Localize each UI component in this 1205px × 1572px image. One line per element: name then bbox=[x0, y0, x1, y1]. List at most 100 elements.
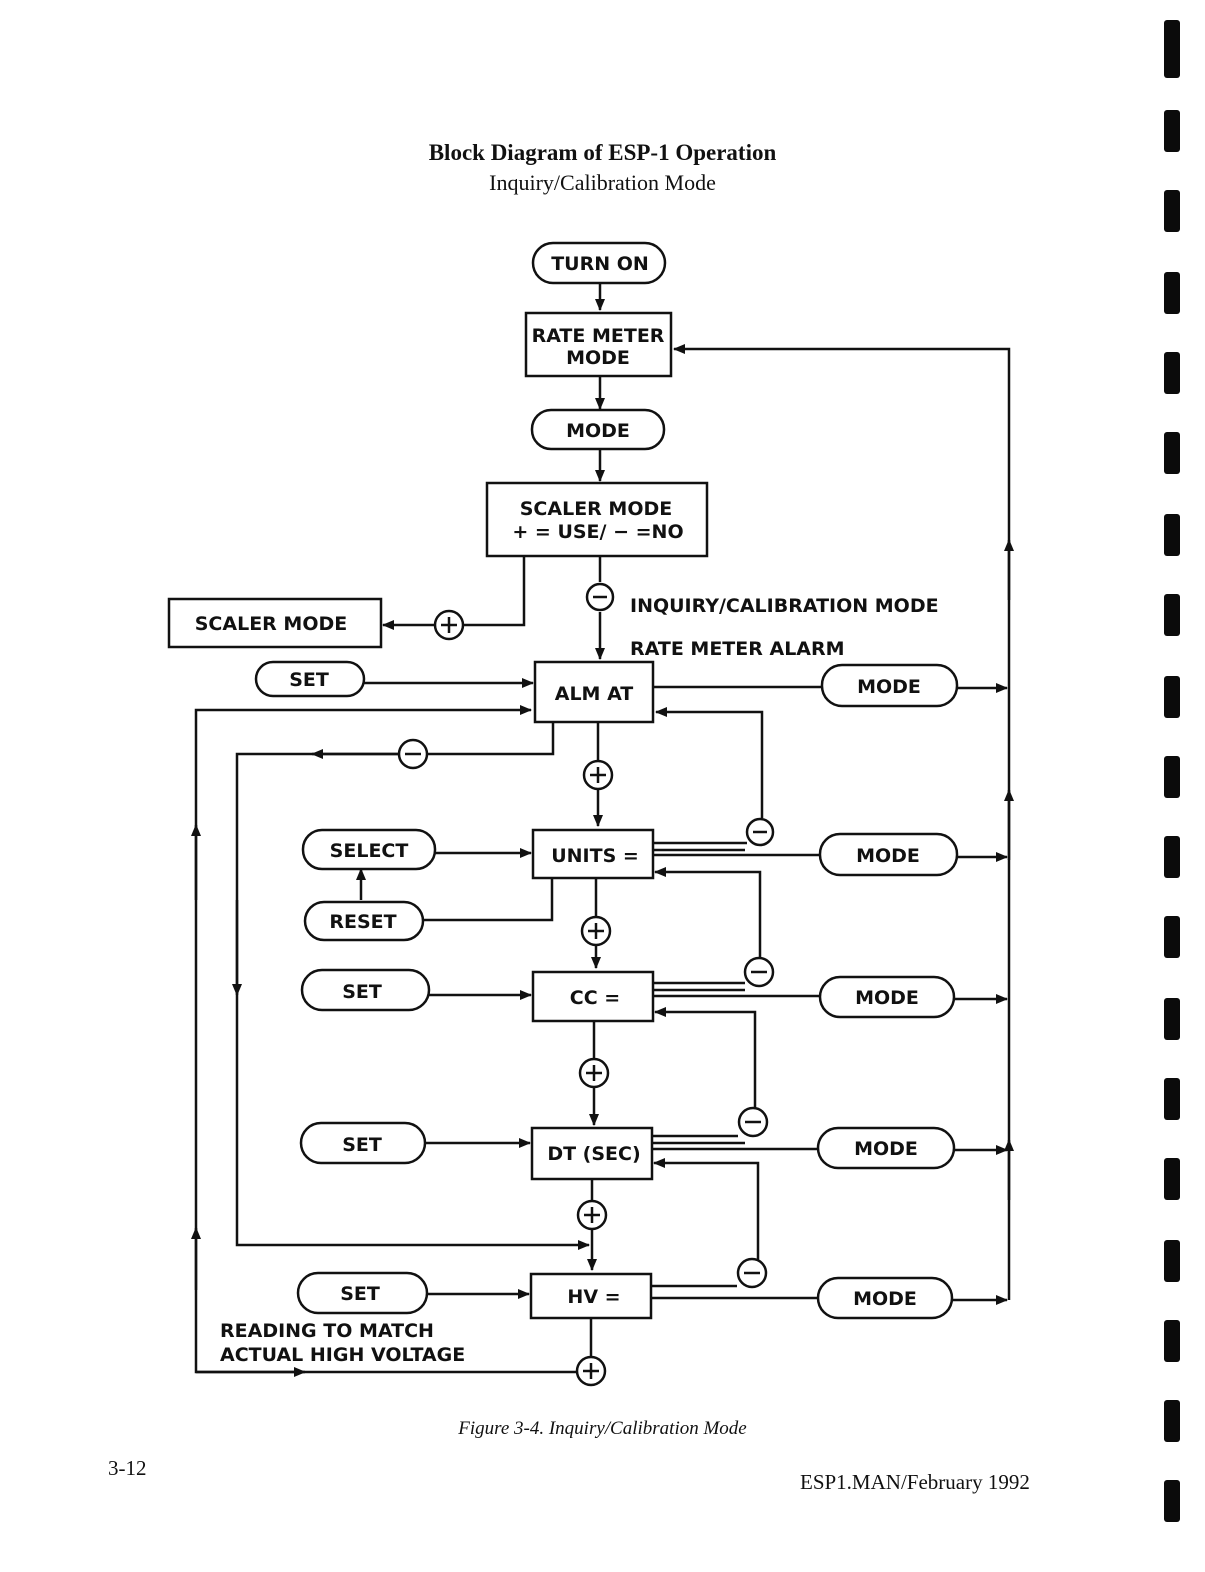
binder-mark bbox=[1164, 1480, 1180, 1522]
set-alm-label: SET bbox=[289, 669, 329, 691]
set-hv-label: SET bbox=[340, 1283, 380, 1305]
binder-mark bbox=[1164, 756, 1180, 798]
mode-hv-shape bbox=[816, 1276, 954, 1320]
almat-box bbox=[533, 660, 655, 724]
ratemeter-box bbox=[524, 311, 673, 378]
mode-hv-label: MODE bbox=[853, 1288, 917, 1310]
connector-lines bbox=[191, 283, 1014, 1377]
scaler-decision-line2: + = USE/ − =NO bbox=[512, 521, 683, 543]
binder-mark bbox=[1164, 836, 1180, 878]
select-label: SELECT bbox=[330, 840, 409, 862]
reset-shape bbox=[303, 900, 425, 942]
figure-caption: Figure 3-4. Inquiry/Calibration Mode bbox=[458, 1418, 747, 1439]
binder-mark bbox=[1164, 272, 1180, 314]
select-shape bbox=[301, 828, 437, 871]
minus-icon bbox=[397, 738, 429, 770]
minus-icon bbox=[737, 1106, 769, 1138]
set-alm-shape bbox=[254, 660, 366, 698]
reset-label: RESET bbox=[329, 911, 396, 933]
set-cc-label: SET bbox=[342, 981, 382, 1003]
arrow-minus-to-dt bbox=[653, 1158, 760, 1260]
turnon-shape bbox=[531, 241, 667, 285]
binder-mark bbox=[1164, 20, 1180, 78]
mode-alm-shape bbox=[820, 663, 959, 708]
binder-mark bbox=[1164, 1158, 1180, 1200]
rate-meter-alarm-label: RATE METER ALARM bbox=[630, 638, 845, 660]
mode-dt-shape bbox=[816, 1126, 956, 1170]
mode-units-shape bbox=[818, 832, 959, 877]
mode-dt-label: MODE bbox=[854, 1138, 918, 1160]
mode-top-label: MODE bbox=[566, 420, 630, 442]
binder-mark bbox=[1164, 1320, 1180, 1362]
cc-label: CC = bbox=[570, 987, 620, 1009]
annotation-labels: INQUIRY/CALIBRATION MODE RATE METER ALAR… bbox=[220, 595, 939, 1366]
plus-icon bbox=[580, 915, 612, 947]
binder-mark bbox=[1164, 998, 1180, 1040]
mode-cc-shape bbox=[818, 975, 956, 1019]
mode-alm-label: MODE bbox=[857, 676, 921, 698]
diagram-title: Block Diagram of ESP-1 Operation bbox=[428, 140, 777, 165]
set-cc-shape bbox=[300, 968, 431, 1012]
minus-icon bbox=[743, 956, 775, 988]
minus-icon bbox=[585, 582, 615, 612]
turnon-label: TURN ON bbox=[551, 253, 649, 275]
mode-top-shape bbox=[530, 408, 666, 451]
arrow-bus-to-ratemeter bbox=[673, 344, 1011, 1300]
units-label: UNITS = bbox=[551, 845, 639, 867]
binder-mark bbox=[1164, 514, 1180, 556]
arrow-loop-to-almat bbox=[194, 705, 578, 1374]
binder-mark bbox=[1164, 190, 1180, 232]
dt-box bbox=[530, 1126, 654, 1181]
line-almat-minus bbox=[428, 722, 555, 756]
line-reset-units bbox=[423, 878, 554, 922]
almat-label: ALM AT bbox=[555, 683, 634, 705]
plus-icon bbox=[576, 1199, 608, 1231]
arrow-minus-to-cc bbox=[654, 1007, 757, 1108]
hv-box bbox=[529, 1272, 653, 1320]
page-number: 3-12 bbox=[108, 1456, 147, 1480]
binder-mark bbox=[1164, 1078, 1180, 1120]
minus-icon bbox=[745, 817, 775, 847]
binder-mark bbox=[1164, 1240, 1180, 1282]
binder-mark bbox=[1164, 110, 1180, 152]
button-shapes bbox=[254, 241, 959, 1320]
node-labels: TURN ON RATE METER MODE MODE SCALER MODE… bbox=[195, 253, 921, 1310]
line-scaler-plus-branch bbox=[464, 556, 526, 627]
dt-label: DT (SEC) bbox=[547, 1143, 640, 1165]
binder-mark bbox=[1164, 594, 1180, 636]
mode-cc-label: MODE bbox=[855, 987, 919, 1009]
ratemeter-label-line2: MODE bbox=[566, 347, 630, 369]
binder-mark bbox=[1164, 1400, 1180, 1442]
arrow-minus-to-units bbox=[654, 867, 762, 958]
reading-match-line2: ACTUAL HIGH VOLTAGE bbox=[220, 1344, 465, 1366]
set-dt-label: SET bbox=[342, 1134, 382, 1156]
plus-icon bbox=[575, 1355, 607, 1387]
scaler-decision-box bbox=[485, 481, 709, 558]
ratemeter-label-line1: RATE METER bbox=[532, 325, 665, 347]
document-reference: ESP1.MAN/February 1992 bbox=[800, 1470, 1030, 1494]
inquiry-mode-label: INQUIRY/CALIBRATION MODE bbox=[630, 595, 939, 617]
units-box bbox=[531, 828, 655, 880]
binder-mark bbox=[1164, 432, 1180, 474]
scaler-decision-line1: SCALER MODE bbox=[520, 498, 672, 520]
binder-mark bbox=[1164, 352, 1180, 394]
minus-icon bbox=[736, 1257, 768, 1289]
binder-mark bbox=[1164, 916, 1180, 958]
scaler-mode-label: SCALER MODE bbox=[195, 613, 347, 635]
arrow-minus-to-almat bbox=[655, 707, 764, 818]
plus-icon bbox=[582, 759, 614, 791]
mode-units-label: MODE bbox=[856, 845, 920, 867]
set-dt-shape bbox=[299, 1121, 427, 1165]
decision-circles bbox=[397, 582, 775, 1387]
plus-icon bbox=[578, 1057, 610, 1089]
cc-box bbox=[531, 970, 655, 1023]
state-boxes bbox=[167, 311, 709, 1320]
diagram-subtitle: Inquiry/Calibration Mode bbox=[489, 170, 716, 195]
binder-mark bbox=[1164, 676, 1180, 718]
set-hv-shape bbox=[296, 1271, 429, 1315]
plus-icon bbox=[433, 609, 465, 641]
scaler-mode-box bbox=[167, 597, 383, 649]
hv-label: HV = bbox=[567, 1286, 620, 1308]
reading-match-line1: READING TO MATCH bbox=[220, 1320, 434, 1342]
